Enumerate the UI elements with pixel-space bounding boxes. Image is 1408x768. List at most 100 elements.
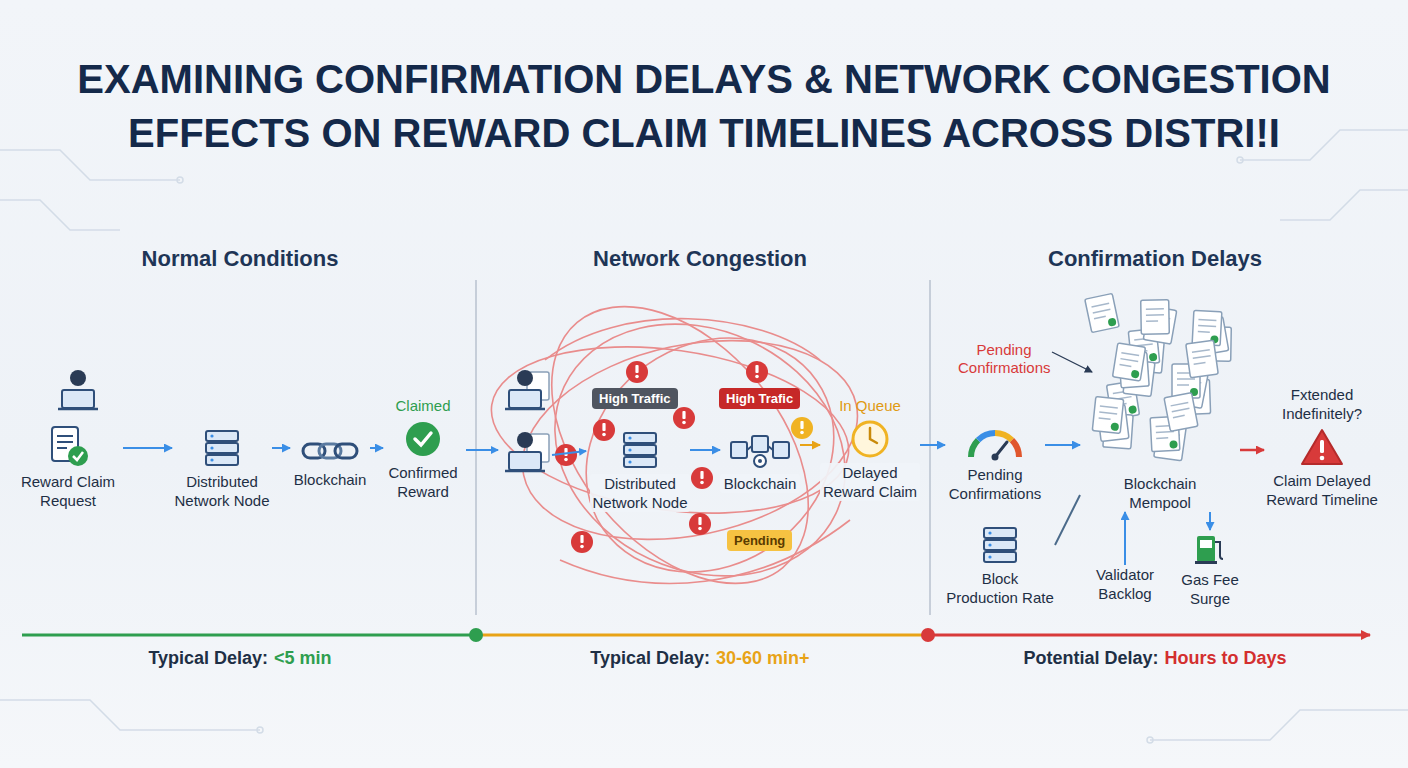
section-divider (929, 280, 931, 615)
pile-icon (1192, 350, 1210, 353)
user-icon (505, 470, 545, 473)
delay-caption: Typical Delay: 30-60 min+ (480, 648, 920, 669)
section-heading: Confirmation Delays (1005, 246, 1305, 272)
node-label: Validator Backlog (1085, 565, 1165, 603)
flow-connector (1124, 512, 1126, 565)
user-icon (70, 370, 86, 386)
user-icon (517, 432, 533, 448)
pile-icon (1146, 308, 1164, 310)
server-icon (206, 455, 238, 465)
flow-connector (1240, 449, 1264, 452)
timeline-bar (482, 634, 922, 637)
user-icon (505, 408, 545, 411)
node-label: Blockchain (290, 470, 370, 489)
alert-marker (571, 531, 593, 553)
blocks-icon (728, 430, 792, 470)
alert-marker (564, 458, 568, 462)
alert-marker (746, 361, 768, 383)
alert-marker (626, 361, 648, 383)
warn-icon (1320, 456, 1325, 461)
congestion-tangle (481, 326, 860, 535)
pile-icon (1186, 340, 1218, 378)
server-icon (206, 431, 238, 441)
node-heading: In Queue (820, 396, 920, 415)
delay-value: Hours to Days (1165, 648, 1287, 668)
node-label: Claim Delayed Reward Timeline (1264, 471, 1380, 509)
server-icon (624, 457, 656, 467)
flow-connector (690, 449, 720, 451)
flow-connector (920, 444, 945, 446)
pile-icon (1092, 397, 1123, 434)
user-icon (58, 370, 549, 471)
pile-icon (1107, 317, 1116, 326)
flow-arrow (466, 449, 498, 451)
user-icon (509, 452, 541, 470)
process-node: Blockchain (720, 430, 800, 493)
server-icon (984, 540, 1016, 550)
pile-icon (1092, 397, 1123, 434)
node-label: Pending (727, 530, 792, 551)
pump-icon (1215, 542, 1223, 559)
server-icon (988, 531, 991, 534)
flow-connector (800, 444, 820, 446)
pile-icon (1128, 405, 1137, 414)
circuit-decoration (1147, 737, 1153, 743)
alert-marker (602, 433, 606, 437)
circuit-decoration (0, 130, 1408, 743)
section-divider (476, 280, 930, 615)
doc-icon (73, 452, 83, 460)
blocks-icon (758, 459, 762, 463)
callout-leader (1052, 352, 1092, 372)
node-label: Blockchain (720, 474, 800, 493)
callout-label: Pending Confirmations (958, 341, 1050, 377)
gauge-icon (1012, 440, 1019, 457)
server-icon (202, 428, 242, 468)
blocks-icon (731, 442, 747, 458)
status-badge: Pending (727, 530, 792, 551)
alert-marker (791, 417, 813, 439)
node-label: Reward Claim Request (13, 472, 123, 510)
node-label: Block Production Rate (945, 569, 1055, 607)
alert-marker (698, 527, 702, 531)
alert-marker (689, 513, 711, 535)
server-icon (210, 446, 213, 449)
congestion-tangle (501, 258, 860, 632)
delay-value: 30-60 min+ (716, 648, 810, 668)
pile-icon (1172, 408, 1190, 411)
alert-marker (800, 421, 803, 429)
server-icon (628, 448, 631, 451)
pile-icon (1100, 406, 1118, 408)
flow-connector (1045, 444, 1080, 446)
process-node: Blockchain Mempool (1080, 290, 1240, 512)
pile-icon (1141, 300, 1170, 334)
pile-icon (1131, 370, 1140, 379)
doc-icon (68, 446, 88, 466)
node-label: Pending Confirmations (945, 465, 1045, 503)
node-label: High Trafic (719, 388, 800, 409)
status-badge: High Trafic (719, 388, 800, 409)
gauge-icon (978, 433, 995, 440)
delay-key: Potential Delay: (1023, 648, 1158, 668)
server-icon (628, 436, 631, 439)
alert-marker (682, 421, 686, 425)
clock-icon (870, 428, 877, 443)
check-icon (415, 433, 431, 445)
pile-icon (1092, 303, 1110, 307)
pile-icon (1198, 331, 1210, 333)
check-icon (403, 419, 443, 459)
delay-key: Typical Delay: (590, 648, 710, 668)
server-icon (624, 433, 656, 443)
section-heading: Normal Conditions (90, 246, 390, 272)
gauge-icon (992, 454, 999, 461)
flow-arrow (552, 451, 586, 455)
timeline-bar (22, 634, 470, 637)
pile-icon (1146, 314, 1164, 316)
node-label: Distributed Network Node (590, 474, 690, 512)
server-icon (210, 434, 213, 437)
pile-icon (1146, 320, 1158, 322)
pile-icon (1141, 300, 1170, 334)
user-icon (509, 390, 541, 408)
blocks-icon (768, 446, 773, 450)
pile-icon (1099, 418, 1111, 419)
pile-icon (1119, 365, 1131, 367)
